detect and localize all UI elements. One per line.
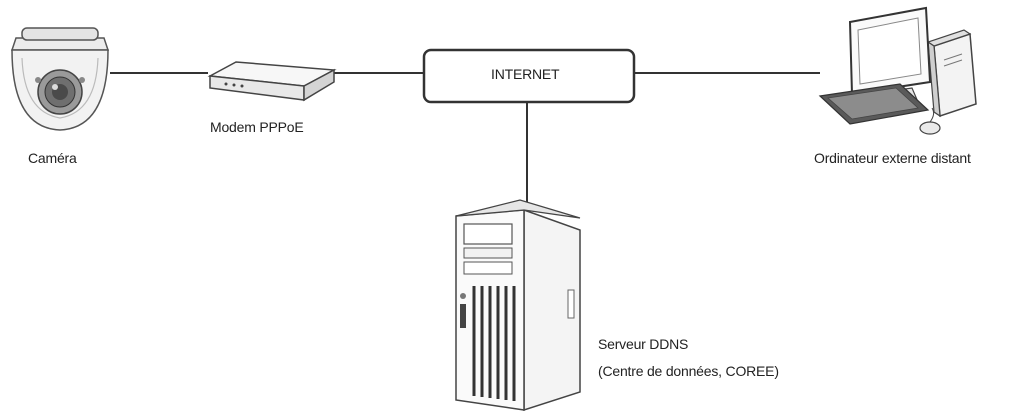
- internet-box: [422, 48, 636, 104]
- ddns-server-label: Serveur DDNS: [598, 336, 689, 352]
- tower-server-icon: [455, 199, 581, 412]
- modem-icon: [207, 61, 337, 102]
- camera-label: Caméra: [28, 150, 77, 166]
- internet-label: INTERNET: [491, 66, 560, 82]
- connections: [110, 72, 820, 208]
- modem-label: Modem PPPoE: [210, 119, 304, 135]
- desktop-computer-icon: [818, 6, 977, 135]
- dome-camera-icon: [10, 27, 110, 131]
- remote-computer-label: Ordinateur externe distant: [814, 150, 971, 166]
- ddns-server-location-label: (Centre de données, COREE): [598, 363, 779, 379]
